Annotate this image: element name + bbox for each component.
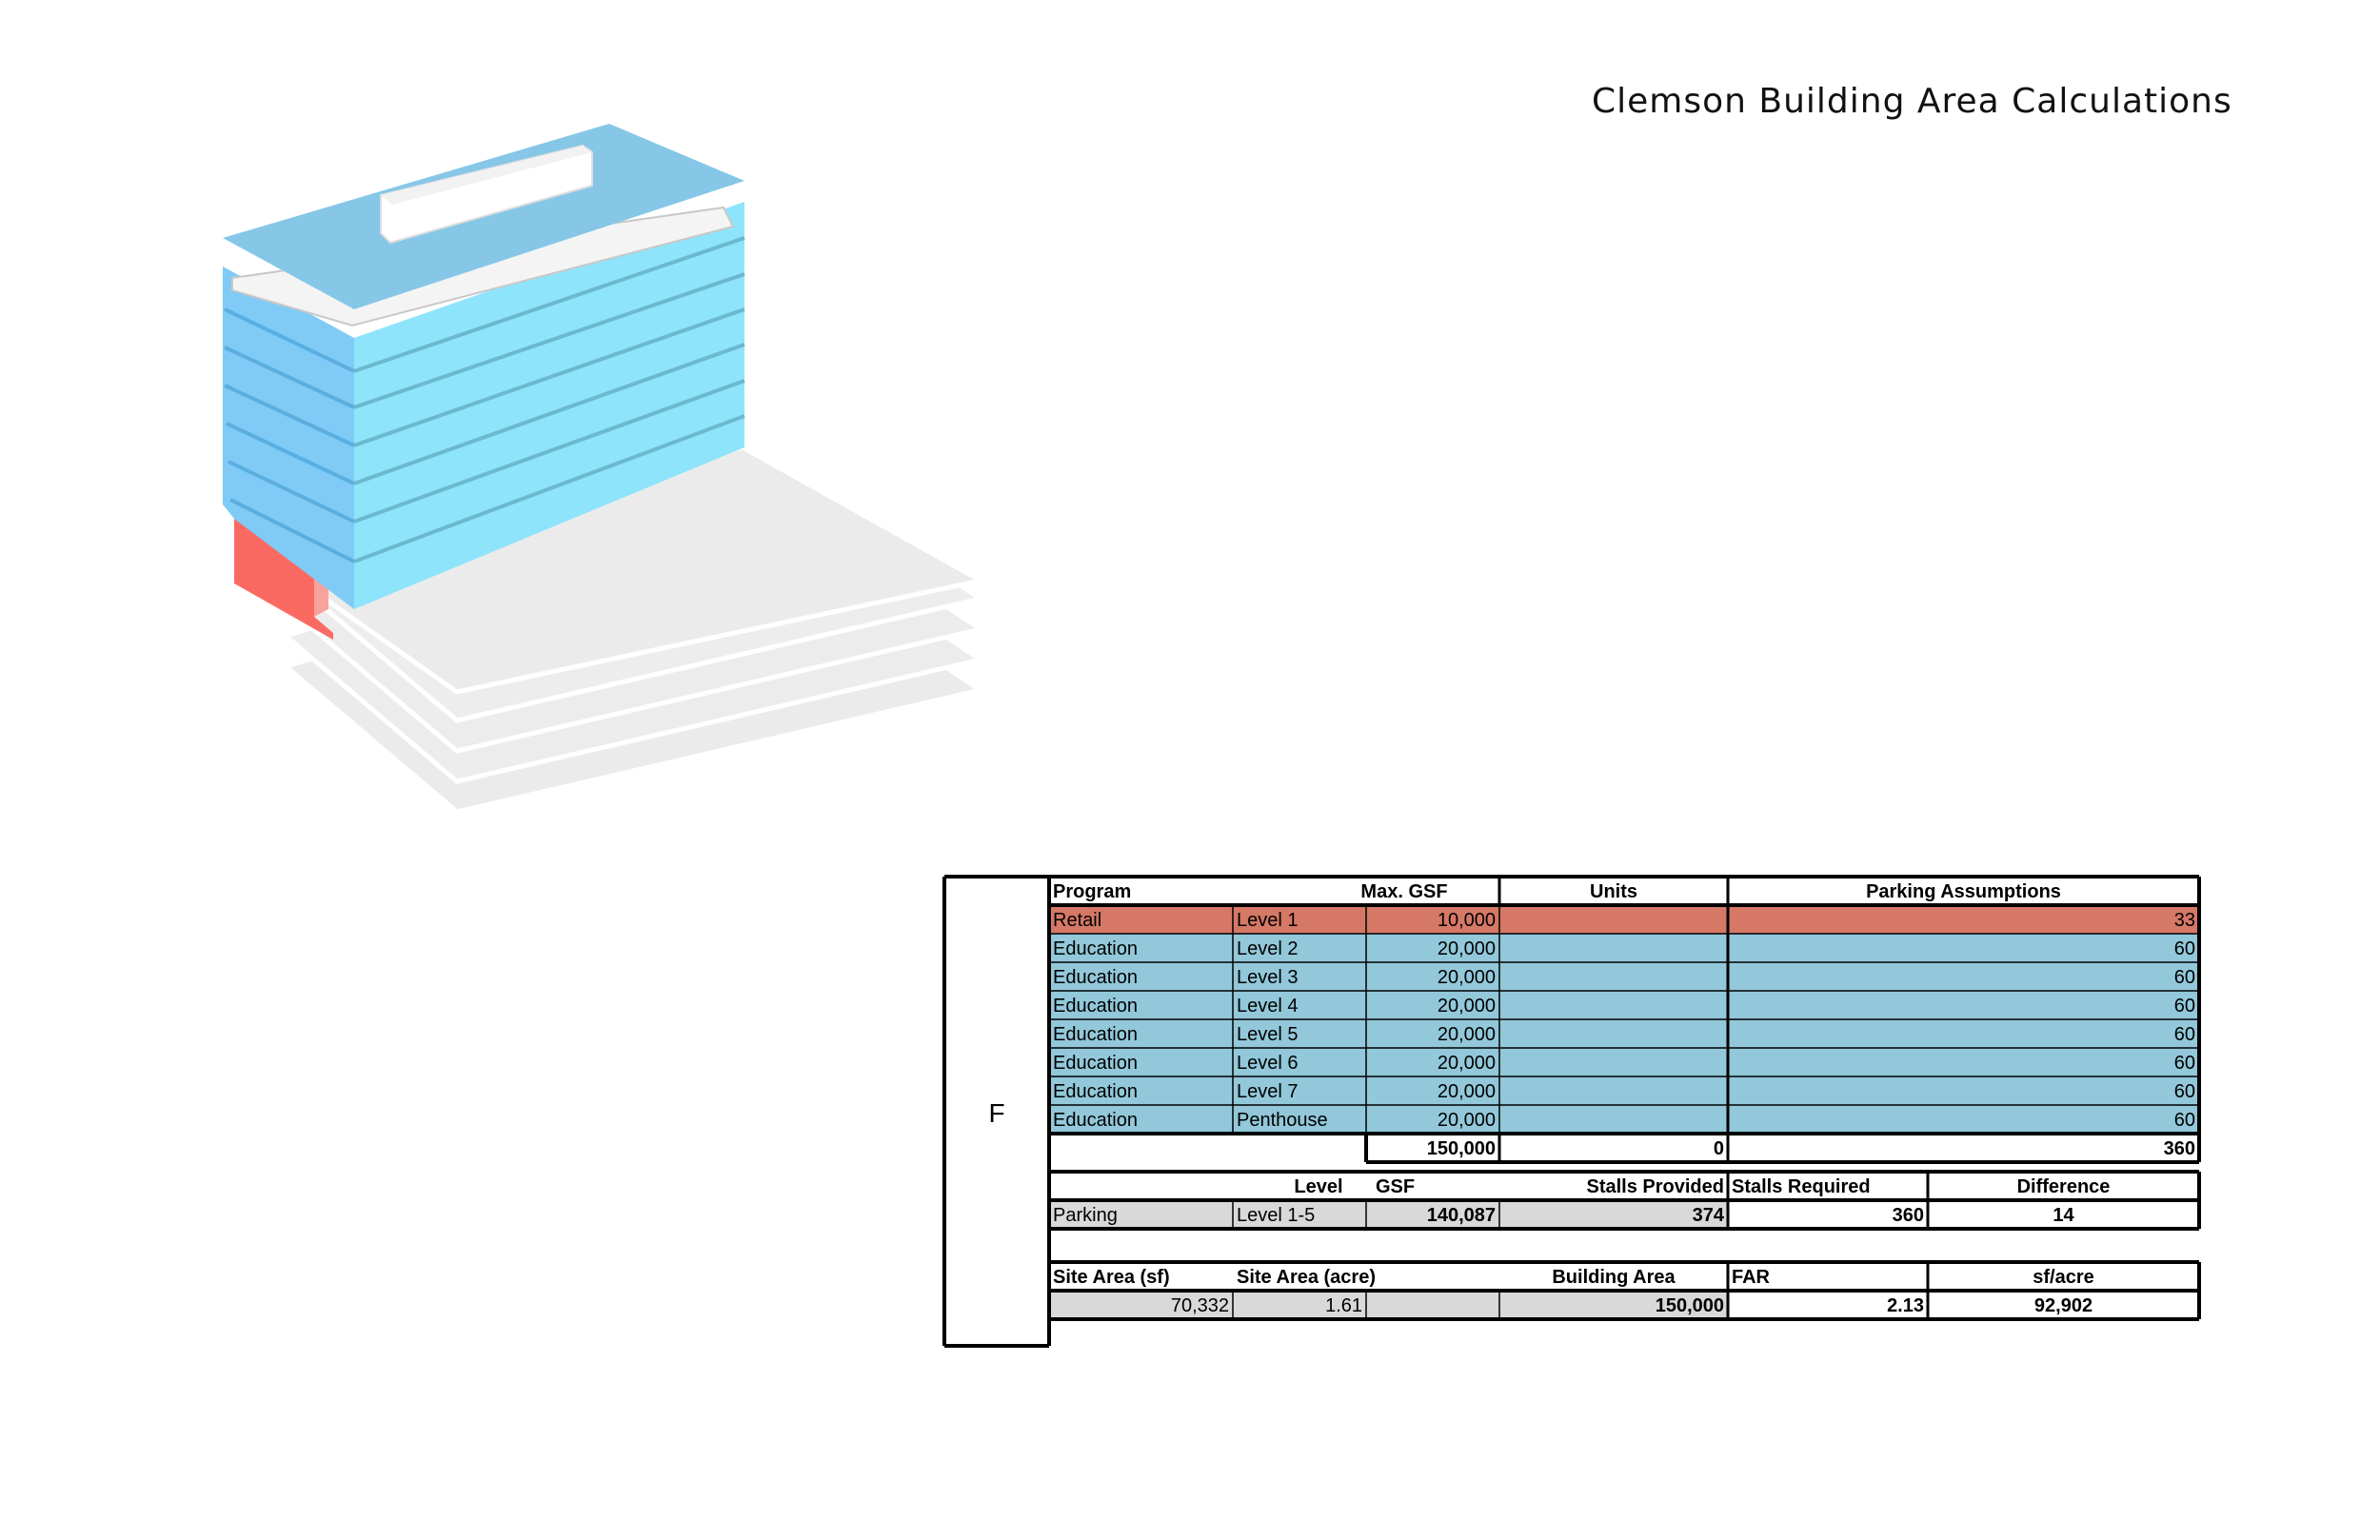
- cell-gsf: 10,000: [1438, 910, 1496, 931]
- cell-stalls-provided: 374: [1693, 1205, 1725, 1226]
- cell-gsf: 20,000: [1438, 1024, 1496, 1045]
- total-gsf: 150,000: [1427, 1138, 1496, 1159]
- program-row-bg: [1049, 1019, 2199, 1048]
- cell-level: Level 3: [1237, 967, 1299, 988]
- header-parking-assumptions: Parking Assumptions: [1866, 881, 2061, 902]
- program-row-bg: [1049, 905, 2199, 934]
- cell-parking-gsf: 140,087: [1427, 1205, 1496, 1226]
- header-gsf: GSF: [1376, 1176, 1415, 1197]
- total-parking: 360: [2164, 1138, 2195, 1159]
- cell-program: Education: [1053, 1024, 1138, 1045]
- cell-program: Education: [1053, 967, 1138, 988]
- total-units: 0: [1714, 1138, 1724, 1159]
- cell-level: Level 6: [1237, 1053, 1299, 1074]
- program-row-bg: [1049, 991, 2199, 1019]
- header-units: Units: [1590, 881, 1637, 902]
- cell-parking: 60: [2174, 996, 2195, 1017]
- cell-gsf: 20,000: [1438, 938, 1496, 959]
- program-row-bg: [1049, 1105, 2199, 1134]
- cell-level: Level 4: [1237, 996, 1299, 1017]
- header-program: Program: [1053, 881, 1131, 902]
- header-far: FAR: [1732, 1267, 1771, 1288]
- cell-difference: 14: [2053, 1205, 2074, 1226]
- header-sf-acre: sf/acre: [2033, 1267, 2094, 1288]
- cell-level: Level 7: [1237, 1081, 1299, 1102]
- site-row-bg: [1049, 1291, 1728, 1319]
- cell-level: Penthouse: [1237, 1110, 1328, 1131]
- cell-gsf: 20,000: [1438, 1110, 1496, 1131]
- cell-gsf: 20,000: [1438, 1053, 1496, 1074]
- header-building-area: Building Area: [1552, 1267, 1676, 1288]
- cell-stalls-required: 360: [1893, 1205, 1924, 1226]
- cell-program: Education: [1053, 996, 1138, 1017]
- cell-program: Education: [1053, 1081, 1138, 1102]
- program-row-bg: [1049, 1076, 2199, 1105]
- header-stalls-provided: Stalls Provided: [1587, 1176, 1725, 1197]
- header-level: Level: [1294, 1176, 1342, 1197]
- area-calculation-table: F Program Max. GSF Units Parking Assumptions…: [942, 875, 2201, 1348]
- cell-parking-level: Level 1-5: [1237, 1205, 1315, 1226]
- cell-far: 2.13: [1887, 1295, 1924, 1316]
- cell-gsf: 20,000: [1438, 1081, 1496, 1102]
- cell-sf-acre: 92,902: [2034, 1295, 2092, 1316]
- cell-building-area: 150,000: [1656, 1295, 1724, 1316]
- program-row-bg: [1049, 962, 2199, 991]
- program-row-bg: [1049, 1048, 2199, 1076]
- cell-level: Level 2: [1237, 938, 1299, 959]
- program-row-bg: [1049, 934, 2199, 962]
- cell-program: Education: [1053, 938, 1138, 959]
- cell-program: Education: [1053, 1110, 1138, 1131]
- cell-parking: 33: [2174, 910, 2195, 931]
- option-label: F: [988, 1098, 1004, 1128]
- cell-site-area-sf: 70,332: [1171, 1295, 1229, 1316]
- tower-mass: [223, 124, 745, 609]
- page-title: Clemson Building Area Calculations: [1592, 82, 2232, 121]
- cell-gsf: 20,000: [1438, 996, 1496, 1017]
- header-stalls-required: Stalls Required: [1732, 1176, 1871, 1197]
- cell-parking: 60: [2174, 938, 2195, 959]
- cell-gsf: 20,000: [1438, 967, 1496, 988]
- cell-parking: 60: [2174, 1053, 2195, 1074]
- header-difference: Difference: [2017, 1176, 2111, 1197]
- cell-parking-program: Parking: [1053, 1205, 1118, 1226]
- cell-parking: 60: [2174, 1110, 2195, 1131]
- cell-parking: 60: [2174, 967, 2195, 988]
- cell-site-area-acre: 1.61: [1325, 1295, 1362, 1316]
- cell-level: Level 1: [1237, 910, 1299, 931]
- header-max-gsf: Max. GSF: [1360, 881, 1447, 902]
- cell-program: Education: [1053, 1053, 1138, 1074]
- building-massing-diagram: [223, 124, 988, 815]
- cell-program: Retail: [1053, 910, 1101, 931]
- parking-row-bg: [1049, 1200, 1728, 1229]
- cell-level: Level 5: [1237, 1024, 1299, 1045]
- header-site-area-acre: Site Area (acre): [1237, 1267, 1376, 1288]
- header-site-area-sf: Site Area (sf): [1053, 1267, 1170, 1288]
- cell-parking: 60: [2174, 1024, 2195, 1045]
- cell-parking: 60: [2174, 1081, 2195, 1102]
